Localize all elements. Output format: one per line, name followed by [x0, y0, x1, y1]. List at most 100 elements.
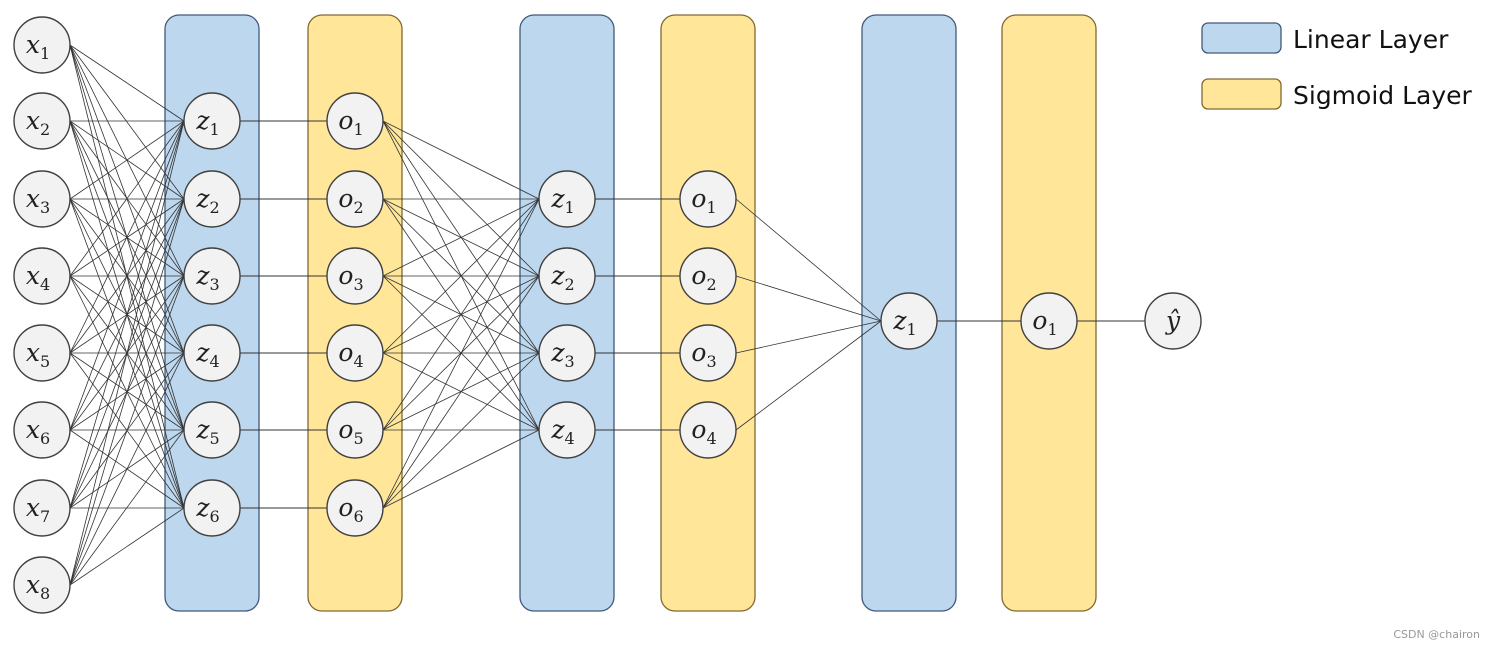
node-circle: [880, 292, 938, 350]
node-circle: [183, 401, 241, 459]
node-label: o3: [338, 261, 363, 294]
node-label: o1: [691, 184, 716, 217]
node-label: x1: [26, 30, 50, 63]
node-label: o1: [338, 106, 363, 139]
node-sigmoid-4-2: o3: [679, 324, 737, 382]
node-linear-5-0: z1: [880, 292, 938, 350]
node-circle: [679, 324, 737, 382]
node-label: x4: [26, 261, 50, 294]
node-circle: [13, 16, 71, 74]
edge-2-5-to-3-3: [382, 429, 540, 509]
edge-0-5-to-1-0: [69, 120, 185, 431]
node-label: x7: [26, 493, 50, 526]
edge-2-0-to-3-0: [382, 120, 540, 200]
node-circle: [679, 247, 737, 305]
node-sigmoid-2-5: o6: [326, 479, 384, 537]
node-label: z3: [550, 338, 574, 371]
node-circle: [183, 247, 241, 305]
node-linear-1-3: z4: [183, 324, 241, 382]
nodes: x1x2x3x4x5x6x7x8z1z2z3z4z5z6o1o2o3o4o5o6…: [13, 16, 1202, 614]
node-sigmoid-2-3: o4: [326, 324, 384, 382]
node-label: ŷ: [1165, 306, 1181, 335]
edge-2-5-to-3-1: [382, 275, 540, 509]
node-input-0-1: x2: [13, 92, 71, 150]
node-circle: [538, 170, 596, 228]
legend-swatch-sigmoid: [1201, 78, 1282, 110]
edge-0-7-to-1-2: [69, 275, 185, 586]
node-label: o4: [338, 338, 363, 371]
node-linear-3-2: z3: [538, 324, 596, 382]
node-circle: [326, 170, 384, 228]
node-label: x6: [26, 415, 50, 448]
node-label: z4: [195, 338, 219, 371]
node-input-0-2: x3: [13, 170, 71, 228]
node-input-0-5: x6: [13, 401, 71, 459]
node-sigmoid-2-1: o2: [326, 170, 384, 228]
legend: Linear Layer Sigmoid Layer: [1201, 22, 1473, 110]
edge-0-7-to-1-0: [69, 120, 185, 586]
node-sigmoid-6-0: o1: [1020, 292, 1078, 350]
node-label: z1: [195, 106, 219, 139]
node-linear-1-5: z6: [183, 479, 241, 537]
edge-0-7-to-1-5: [69, 507, 185, 586]
node-label: z2: [195, 184, 219, 217]
node-input-0-3: x4: [13, 247, 71, 305]
edge-2-0-to-3-1: [382, 120, 540, 277]
edge-0-6-to-1-0: [69, 120, 185, 509]
node-label: o2: [338, 184, 363, 217]
node-circle: [13, 556, 71, 614]
node-linear-1-0: z1: [183, 92, 241, 150]
node-linear-1-1: z2: [183, 170, 241, 228]
legend-label-sigmoid: Sigmoid Layer: [1293, 81, 1473, 110]
edge-2-3-to-3-0: [382, 198, 540, 354]
node-circle: [183, 170, 241, 228]
node-linear-1-2: z3: [183, 247, 241, 305]
node-label: z1: [892, 306, 916, 339]
node-label: o2: [691, 261, 716, 294]
node-circle: [13, 247, 71, 305]
edge-0-7-to-1-4: [69, 429, 185, 586]
node-sigmoid-2-4: o5: [326, 401, 384, 459]
node-circle: [538, 324, 596, 382]
edge-0-0-to-1-0: [69, 44, 185, 122]
sigmoid-layer-band-2: [307, 14, 403, 612]
node-label: z2: [550, 261, 574, 294]
edge-0-7-to-1-3: [69, 352, 185, 586]
edge-0-4-to-1-0: [69, 120, 185, 354]
node-label: o1: [1032, 306, 1057, 339]
node-label: x8: [26, 570, 50, 603]
linear-layer-band-3: [519, 14, 615, 612]
edge-2-2-to-3-0: [382, 198, 540, 277]
linear-layer-band-1: [164, 14, 260, 612]
node-label: x3: [26, 184, 50, 217]
node-linear-3-3: z4: [538, 401, 596, 459]
node-output-7-0: ŷ: [1144, 292, 1202, 350]
node-circle: [679, 401, 737, 459]
node-sigmoid-4-3: o4: [679, 401, 737, 459]
node-circle: [13, 92, 71, 150]
layer-bands: [164, 14, 1097, 612]
node-circle: [183, 324, 241, 382]
node-circle: [13, 324, 71, 382]
connections: [69, 44, 1145, 586]
node-sigmoid-4-1: o2: [679, 247, 737, 305]
edge-2-0-to-3-2: [382, 120, 540, 354]
edge-0-2-to-1-0: [69, 120, 185, 200]
node-label: z3: [195, 261, 219, 294]
edge-4-3-to-5-0: [735, 320, 882, 431]
node-label: o5: [338, 415, 363, 448]
node-label: z5: [195, 415, 219, 448]
edge-4-0-to-5-0: [735, 198, 882, 322]
node-circle: [183, 479, 241, 537]
node-circle: [326, 247, 384, 305]
edge-2-5-to-3-2: [382, 352, 540, 509]
edge-2-4-to-3-0: [382, 198, 540, 431]
node-sigmoid-2-0: o1: [326, 92, 384, 150]
node-label: z4: [550, 415, 574, 448]
node-sigmoid-2-2: o3: [326, 247, 384, 305]
node-circle: [679, 170, 737, 228]
credit-watermark: CSDN @chairon: [1393, 628, 1480, 641]
node-circle: [1144, 292, 1202, 350]
node-label: o4: [691, 415, 716, 448]
